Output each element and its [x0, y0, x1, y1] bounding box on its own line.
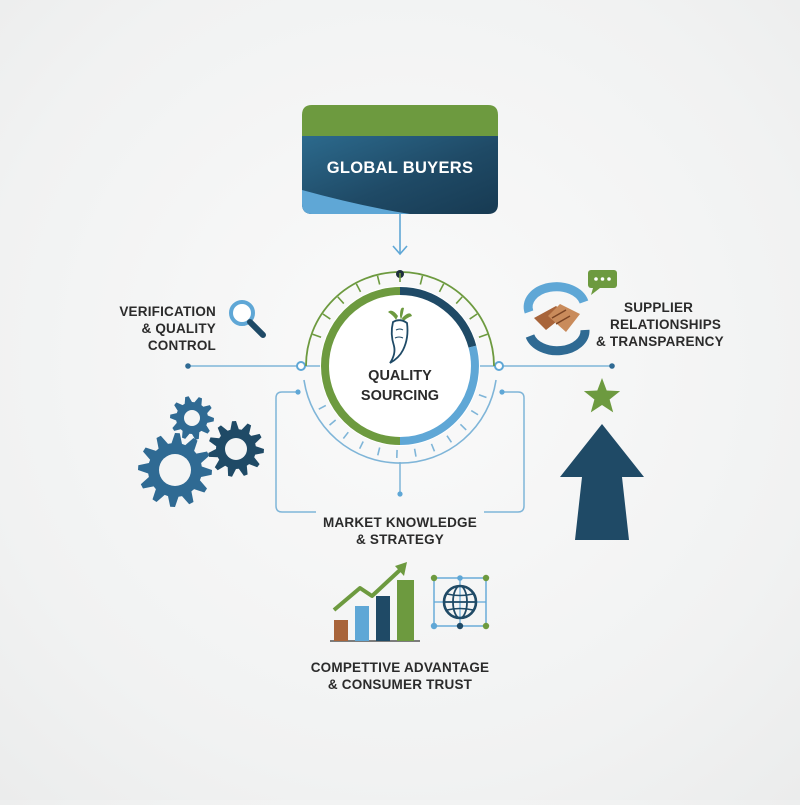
tick-mark: [378, 276, 380, 285]
left-bracket-connector: [276, 389, 316, 512]
tick-mark: [313, 334, 321, 337]
star-arrow-icon: [560, 378, 644, 540]
competitive-line-1: COMPETTIVE ADVANTAGE: [280, 659, 520, 676]
bar-chart-icon: [330, 562, 420, 641]
tick-mark: [356, 284, 360, 292]
tick-mark: [343, 432, 348, 438]
tick-mark: [360, 441, 364, 448]
chat-bubble-icon: [588, 270, 617, 295]
global-buyers-label: GLOBAL BUYERS: [304, 145, 496, 191]
tick-mark: [319, 405, 326, 409]
magnifier-icon: [231, 302, 263, 335]
verification-line-3: CONTROL: [106, 337, 216, 354]
center-label: QUALITY SOURCING: [340, 366, 460, 406]
tick-mark: [479, 334, 487, 337]
right-bracket-connector: [484, 389, 524, 512]
tick-mark: [456, 297, 462, 304]
top-connector-arrow: [393, 214, 407, 254]
tick-mark: [470, 314, 477, 319]
verification-line-2: & QUALITY: [106, 320, 216, 337]
supplier-line-3: & TRANSPARENCY: [596, 333, 756, 350]
tick-mark: [338, 297, 344, 304]
gear-hole: [225, 438, 247, 460]
competitive-line-2: & CONSUMER TRUST: [280, 676, 520, 693]
center-label-line-2: SOURCING: [340, 386, 460, 406]
tick-mark: [420, 276, 422, 285]
handshake-icon: [528, 287, 585, 351]
supplier-label: SUPPLIER RELATIONSHIPS & TRANSPARENCY: [596, 299, 756, 350]
gear-hole: [159, 454, 191, 486]
center-label-line-1: QUALITY: [340, 366, 460, 386]
tick-mark: [378, 448, 380, 456]
tick-mark: [323, 314, 330, 319]
tick-mark: [415, 449, 416, 457]
tick-mark: [330, 420, 336, 425]
market-line-1: MARKET KNOWLEDGE: [300, 514, 500, 531]
market-label: MARKET KNOWLEDGE & STRATEGY: [300, 514, 500, 548]
tick-mark: [479, 395, 487, 398]
competitive-label: COMPETTIVE ADVANTAGE & CONSUMER TRUST: [280, 659, 520, 693]
tick-mark: [431, 444, 434, 451]
gears-icon: [138, 396, 264, 507]
verification-line-1: VERIFICATION: [106, 303, 216, 320]
globe-network-icon: [431, 575, 489, 629]
tick-mark: [471, 411, 478, 415]
tick-mark: [439, 284, 443, 292]
tick-mark: [460, 424, 466, 430]
supplier-line-2: RELATIONSHIPS: [596, 316, 756, 333]
market-line-2: & STRATEGY: [300, 531, 500, 548]
supplier-line-1: SUPPLIER: [596, 299, 756, 316]
verification-label: VERIFICATION & QUALITY CONTROL: [106, 303, 216, 354]
gear-hole: [184, 410, 200, 426]
tick-mark: [447, 436, 451, 443]
bottom-connector: [397, 462, 402, 497]
